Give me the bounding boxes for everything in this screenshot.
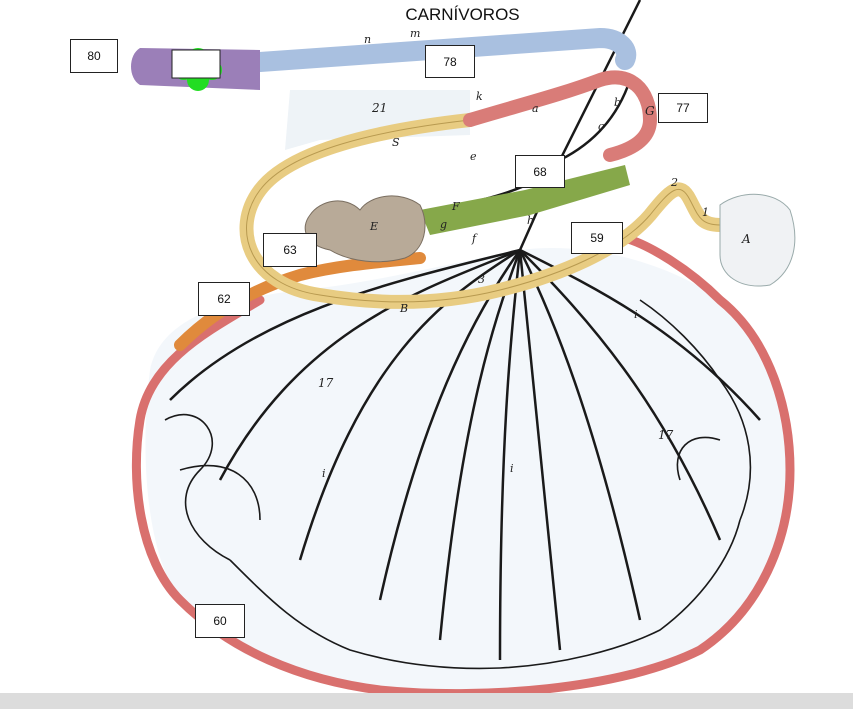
letter-i-right: i — [634, 308, 638, 321]
label-box-80: 80 — [70, 39, 118, 73]
letter-e: e — [470, 150, 477, 163]
letter-i-center: i — [510, 462, 514, 475]
label-box-59: 59 — [571, 222, 623, 254]
mesentery-membrane — [145, 248, 791, 694]
letter-two: 2 — [671, 176, 678, 189]
letter-n: n — [364, 33, 372, 46]
letter-S: S — [392, 136, 400, 149]
descending-colon — [250, 27, 637, 72]
letter-k: k — [476, 90, 483, 103]
number-17-left: 17 — [318, 376, 334, 390]
jejunum-outline — [246, 119, 721, 303]
bottom-band — [0, 693, 853, 709]
ileum-green — [420, 165, 630, 235]
label-box-62: 62 — [198, 282, 250, 316]
upper-mesentery — [285, 90, 470, 150]
letter-a: a — [532, 102, 539, 115]
letter-b: b — [614, 96, 622, 109]
page-title: CARNÍVOROS — [405, 5, 520, 24]
transverse-colon — [463, 70, 658, 162]
cecum — [304, 195, 426, 263]
small-intestine-border — [131, 233, 795, 699]
letter-one: 1 — [702, 206, 709, 219]
small-white-box — [171, 49, 221, 79]
letter-g: g — [440, 218, 448, 231]
mesenteric-vessels — [169, 0, 761, 661]
vascular-arcades — [164, 299, 752, 670]
letter-E: E — [370, 220, 379, 233]
letter-m: m — [410, 27, 421, 40]
label-box-68: 68 — [515, 155, 565, 188]
letter-i-left: i — [322, 467, 326, 480]
number-17-right: 17 — [658, 428, 674, 442]
number-21: 21 — [372, 101, 388, 115]
letter-F: F — [452, 200, 460, 213]
duodenum-end — [719, 193, 796, 287]
letter-h: h — [527, 214, 535, 227]
letter-A: A — [742, 232, 751, 246]
label-box-77: 77 — [658, 93, 708, 123]
letter-G: G — [645, 104, 655, 118]
label-box-63: 63 — [263, 233, 317, 267]
letter-B: B — [400, 302, 409, 315]
letter-three: 3 — [478, 273, 485, 286]
label-box-60: 60 — [195, 604, 245, 638]
letter-f: f — [472, 232, 477, 245]
letter-c: c — [598, 120, 605, 133]
label-box-78: 78 — [425, 45, 475, 78]
